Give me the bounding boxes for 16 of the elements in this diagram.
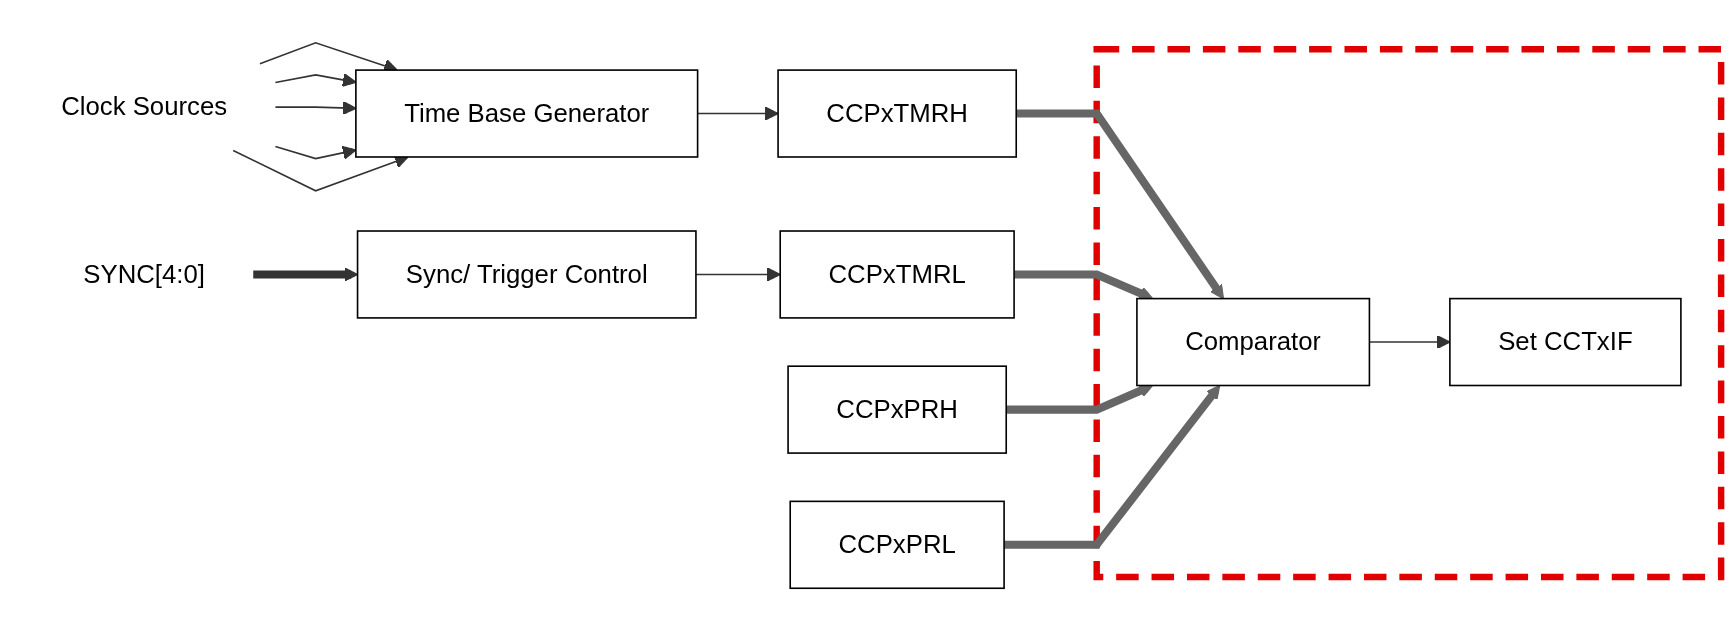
node-box: CCPxTMRH: [777, 69, 1018, 158]
arrow: [695, 267, 781, 282]
node-text: SYNC[4:0]: [83, 259, 205, 288]
cluster: [1093, 45, 1725, 581]
node-box: Sync/ Trigger Control: [356, 230, 697, 319]
node-box: Set CCTxIF: [1449, 297, 1682, 387]
arrow: [1004, 384, 1221, 549]
node-box: Comparator: [1136, 297, 1371, 387]
node-box: Time Base Generator: [355, 69, 699, 158]
node-box: CCPxTMRL: [779, 230, 1015, 319]
node-box: CCPxPRH: [787, 365, 1008, 454]
node-text: Clock Sources: [61, 92, 228, 120]
arrow: [232, 149, 409, 192]
arrow: [1016, 109, 1225, 300]
arrow: [1006, 384, 1154, 414]
node-box: CCPxPRL: [789, 500, 1005, 590]
